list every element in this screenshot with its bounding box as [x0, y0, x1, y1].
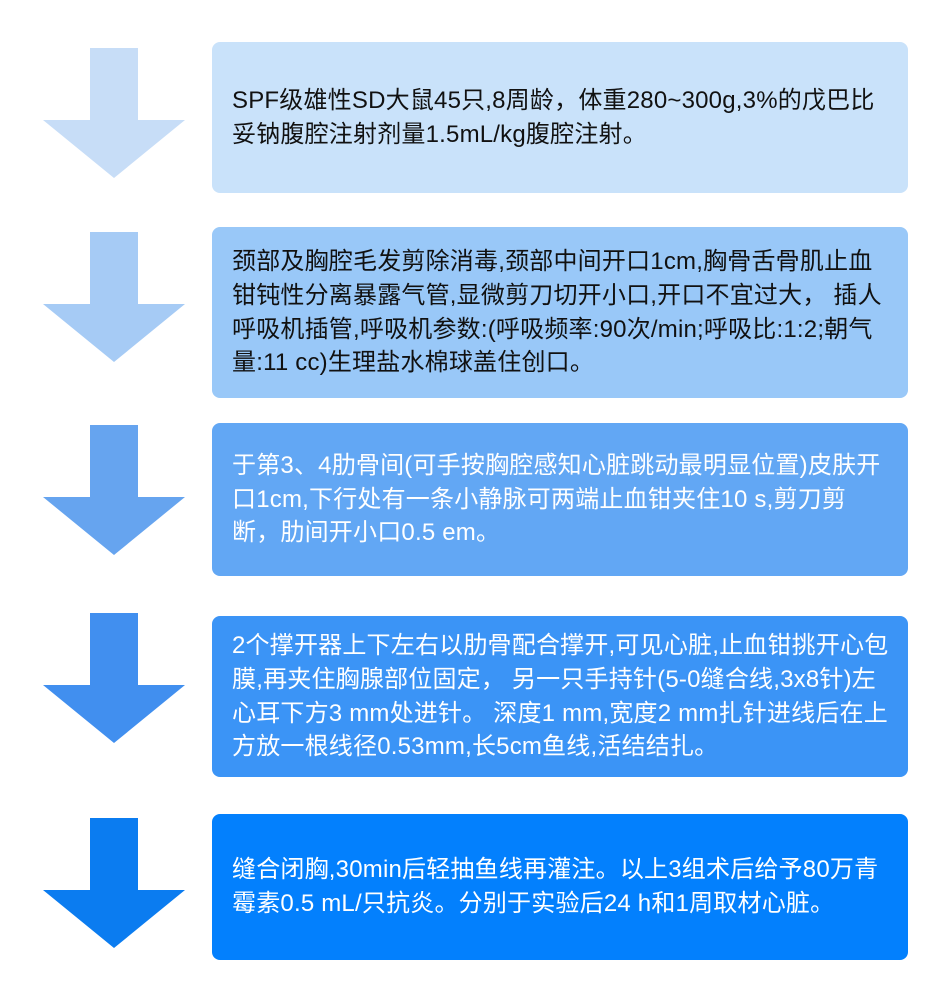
flow-step-text: 缝合闭胸,30min后轻抽鱼线再灌注。以上3组术后给予80万青霉素0.5 mL/… [232, 856, 879, 917]
flow-step-text: 2个撑开器上下左右以肋骨配合撑开,可见心脏,止血钳挑开心包膜,再夹住胸腺部位固定… [232, 632, 889, 761]
down-arrow-icon [43, 613, 185, 743]
flow-step-box: SPF级雄性SD大鼠45只,8周龄，体重280~300g,3%的戊巴比妥钠腹腔注… [212, 42, 908, 193]
flow-step-text: SPF级雄性SD大鼠45只,8周龄，体重280~300g,3%的戊巴比妥钠腹腔注… [232, 86, 875, 148]
down-arrow-icon [43, 818, 185, 948]
down-arrow-icon [43, 48, 185, 178]
flow-step-box: 2个撑开器上下左右以肋骨配合撑开,可见心脏,止血钳挑开心包膜,再夹住胸腺部位固定… [212, 616, 908, 777]
down-arrow-icon [43, 232, 185, 362]
flow-step-box: 缝合闭胸,30min后轻抽鱼线再灌注。以上3组术后给予80万青霉素0.5 mL/… [212, 814, 908, 960]
down-arrow-icon [43, 425, 185, 555]
flow-step-box: 于第3、4肋骨间(可手按胸腔感知心脏跳动最明显位置)皮肤开口1cm,下行处有一条… [212, 423, 908, 576]
flow-step-box: 颈部及胸腔毛发剪除消毒,颈部中间开口1cm,胸骨舌骨肌止血钳钝性分离暴露气管,显… [212, 227, 908, 398]
flow-step-text: 颈部及胸腔毛发剪除消毒,颈部中间开口1cm,胸骨舌骨肌止血钳钝性分离暴露气管,显… [232, 248, 882, 377]
flow-step-text: 于第3、4肋骨间(可手按胸腔感知心脏跳动最明显位置)皮肤开口1cm,下行处有一条… [232, 452, 881, 547]
